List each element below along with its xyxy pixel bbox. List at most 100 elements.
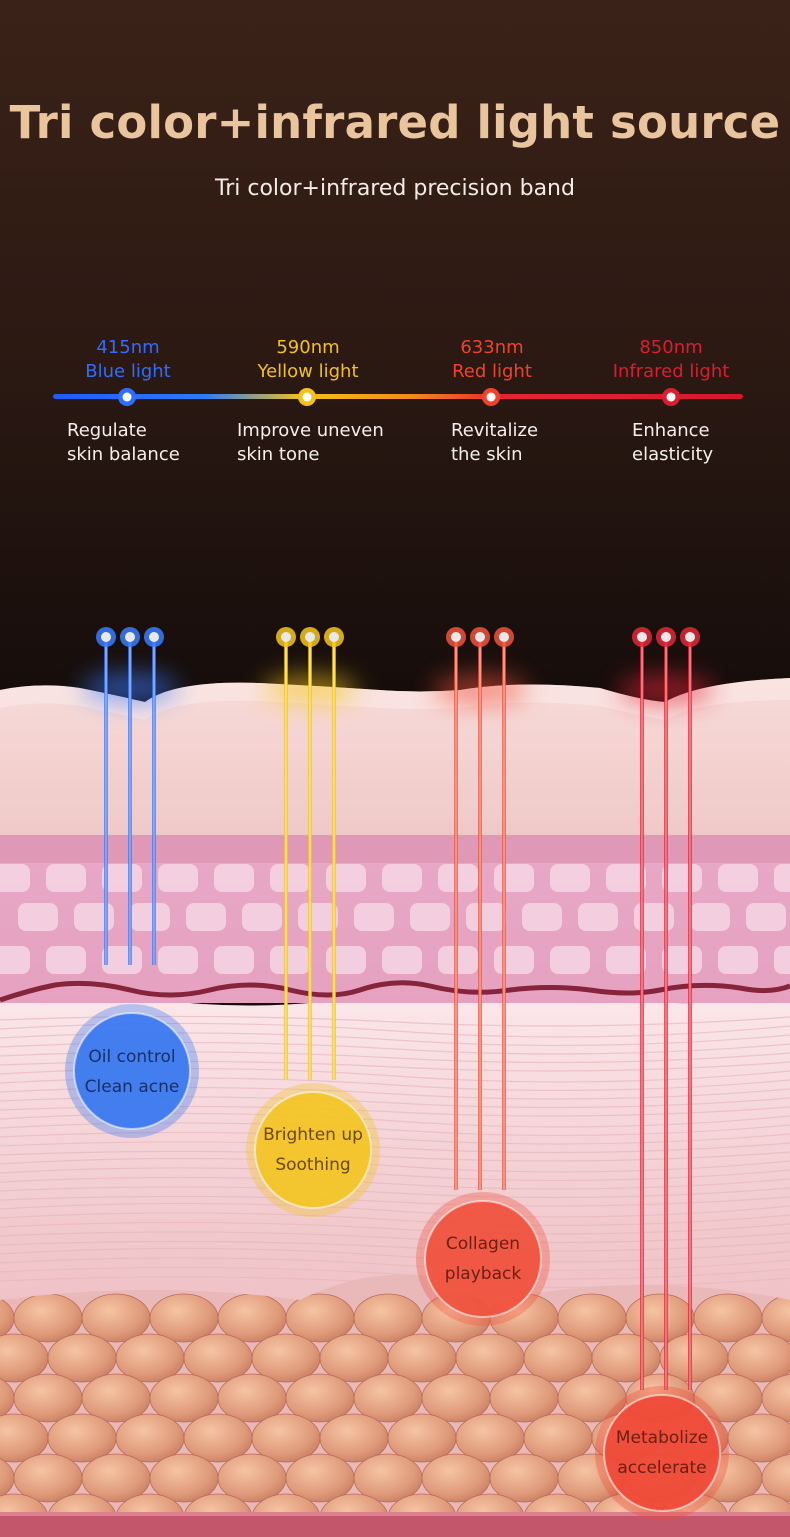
emitter-center	[451, 632, 461, 642]
epidermal-cells	[0, 864, 790, 974]
result-circle-ring	[73, 1012, 191, 1130]
band-label-blue: 415nm Blue light	[33, 336, 223, 384]
result-circle-ring	[424, 1200, 542, 1318]
result-circle-ring	[603, 1394, 721, 1512]
effect-infrared: Enhance elasticity	[632, 419, 713, 467]
result-circles	[65, 1004, 729, 1520]
wavelength-label: 590nm	[276, 337, 340, 358]
emitter-center	[305, 632, 315, 642]
emitter-center	[475, 632, 485, 642]
band-label-yellow: 590nm Yellow light	[213, 336, 403, 384]
result-circle	[425, 1201, 541, 1317]
epidermal-cell	[158, 946, 198, 974]
band-label-red: 633nm Red light	[397, 336, 587, 384]
muscle-edge	[0, 1512, 790, 1516]
muscle-layer	[0, 1515, 790, 1537]
epidermal-cell	[382, 864, 422, 892]
fat-cell	[761, 1293, 790, 1343]
light-beams	[82, 627, 714, 1390]
effect-line: Enhance	[632, 420, 710, 441]
epidermal-cell	[578, 903, 618, 931]
epidermal-cell	[46, 864, 86, 892]
emitter-center	[125, 632, 135, 642]
wavelength-label: 850nm	[639, 337, 703, 358]
light-name-label: Infrared light	[612, 361, 730, 382]
fat-cell	[761, 1373, 790, 1423]
emitter-center	[281, 632, 291, 642]
fat-cell	[727, 1413, 790, 1463]
result-line: Metabolize	[615, 1428, 709, 1448]
result-text-infrared: Metabolize accelerate	[592, 1423, 732, 1483]
epidermal-cell	[0, 864, 30, 892]
emitter-center	[685, 632, 695, 642]
spectrum-bar	[53, 394, 743, 399]
epidermal-cell	[158, 864, 198, 892]
epidermal-cell	[354, 903, 394, 931]
epidermal-cell	[214, 864, 254, 892]
light-name-label: Yellow light	[257, 361, 359, 382]
emitter-center	[149, 632, 159, 642]
epidermis-layer	[0, 678, 790, 835]
result-circle	[604, 1395, 720, 1511]
effect-blue: Regulate skin balance	[67, 419, 180, 467]
emitter-center	[329, 632, 339, 642]
band-marker-dot	[302, 392, 312, 402]
result-circle-ring	[254, 1091, 372, 1209]
epidermal-cell	[550, 864, 590, 892]
effect-red: Revitalize the skin	[451, 419, 538, 467]
epidermal-cell	[214, 946, 254, 974]
band-markers	[118, 388, 680, 406]
emitter-center	[499, 632, 509, 642]
emitter-center	[637, 632, 647, 642]
epidermal-cell	[382, 946, 422, 974]
fat-cell	[727, 1333, 790, 1383]
result-line: accelerate	[617, 1458, 707, 1478]
epidermal-cell	[46, 946, 86, 974]
epidermal-cell	[550, 946, 590, 974]
band-label-infrared: 850nm Infrared light	[576, 336, 766, 384]
wavelength-label: 415nm	[96, 337, 160, 358]
band-marker-dot	[666, 392, 676, 402]
light-name-label: Blue light	[85, 361, 171, 382]
effect-yellow: Improve uneven skin tone	[237, 419, 384, 467]
epidermal-cell	[690, 903, 730, 931]
light-name-label: Red light	[452, 361, 532, 382]
epidermal-cell	[718, 864, 758, 892]
epidermal-cell	[606, 946, 646, 974]
effect-line: skin balance	[67, 444, 180, 465]
basement-membrane	[0, 980, 790, 1003]
basal-band	[0, 833, 790, 863]
epidermal-cell	[18, 903, 58, 931]
result-line: Brighten up	[263, 1125, 363, 1145]
epidermis-shade	[0, 678, 790, 720]
epidermal-cell	[522, 903, 562, 931]
result-text-yellow: Brighten up Soothing	[243, 1120, 383, 1180]
band-marker-dot	[486, 392, 496, 402]
result-line: Soothing	[275, 1155, 351, 1175]
effect-line: Regulate	[67, 420, 147, 441]
result-text-blue: Oil control Clean acne	[62, 1042, 202, 1102]
effect-line: skin tone	[237, 444, 320, 465]
epidermal-cell	[774, 864, 790, 892]
epidermal-cell	[718, 946, 758, 974]
epidermal-cell	[186, 903, 226, 931]
epidermal-cell	[0, 946, 30, 974]
emitter-center	[661, 632, 671, 642]
result-line: Oil control	[88, 1047, 176, 1067]
wavelength-label: 633nm	[460, 337, 524, 358]
epidermal-cell	[746, 903, 786, 931]
epidermal-cell	[242, 903, 282, 931]
effect-line: Improve uneven	[237, 420, 384, 441]
result-circle	[255, 1092, 371, 1208]
fat-cell	[761, 1453, 790, 1503]
result-line: Clean acne	[84, 1077, 180, 1097]
page-title: Tri color+infrared light source	[9, 96, 781, 149]
page-subtitle: Tri color+infrared precision band	[215, 176, 575, 201]
result-circle	[74, 1013, 190, 1129]
emitter-center	[101, 632, 111, 642]
epidermal-cell	[606, 864, 646, 892]
effect-line: elasticity	[632, 444, 714, 465]
result-line: Collagen	[445, 1234, 521, 1254]
